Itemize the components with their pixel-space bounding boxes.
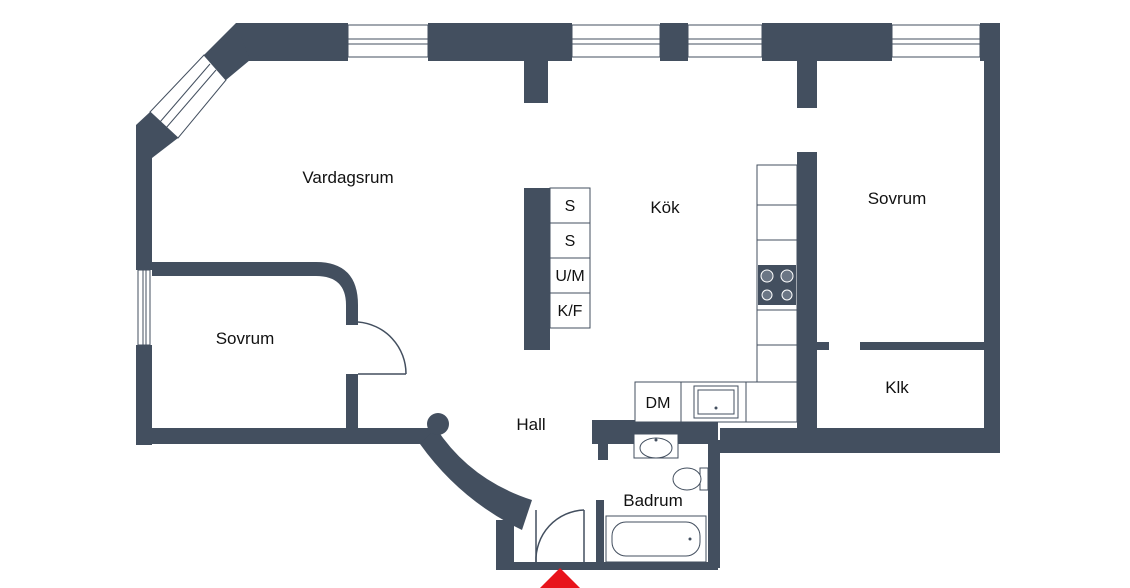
cabinet-label-s1: S (565, 198, 576, 215)
bathtub-icon (605, 515, 707, 563)
room-label-sovrum-right: Sovrum (868, 189, 927, 208)
kitchen-counter: DM (634, 164, 798, 423)
dishwasher-label: DM (646, 395, 671, 412)
entrance-arrow-icon (540, 568, 580, 588)
room-labels: Vardagsrum Kök Sovrum Sovrum Hall Klk Ba… (216, 168, 927, 510)
kitchen-sink-icon (693, 385, 739, 419)
window-top-1 (347, 24, 429, 58)
room-label-kok: Kök (650, 198, 680, 217)
kitchen-island: S S U/M K/F (549, 187, 591, 329)
window-left (137, 269, 151, 346)
room-label-hall: Hall (516, 415, 545, 434)
cabinet-label-s2: S (565, 233, 576, 250)
door-entrance (535, 509, 585, 563)
window-top-2 (571, 24, 661, 58)
cabinet-label-kf: K/F (558, 303, 583, 320)
stove-icon (758, 265, 796, 305)
toilet-icon (672, 467, 709, 491)
door-bedroom-left (357, 321, 407, 375)
bathroom-fixtures (605, 433, 709, 563)
room-label-klk: Klk (885, 378, 909, 397)
window-top-4 (891, 24, 981, 58)
room-label-sovrum-left: Sovrum (216, 329, 275, 348)
doors (357, 321, 585, 563)
washbasin-icon (633, 433, 679, 459)
outer-walls (136, 23, 1000, 570)
windows (137, 24, 981, 346)
room-label-vardagsrum: Vardagsrum (302, 168, 393, 187)
cabinet-label-um: U/M (555, 268, 584, 285)
window-diagonal (149, 54, 227, 139)
room-label-badrum: Badrum (623, 491, 683, 510)
window-top-3 (687, 24, 763, 58)
